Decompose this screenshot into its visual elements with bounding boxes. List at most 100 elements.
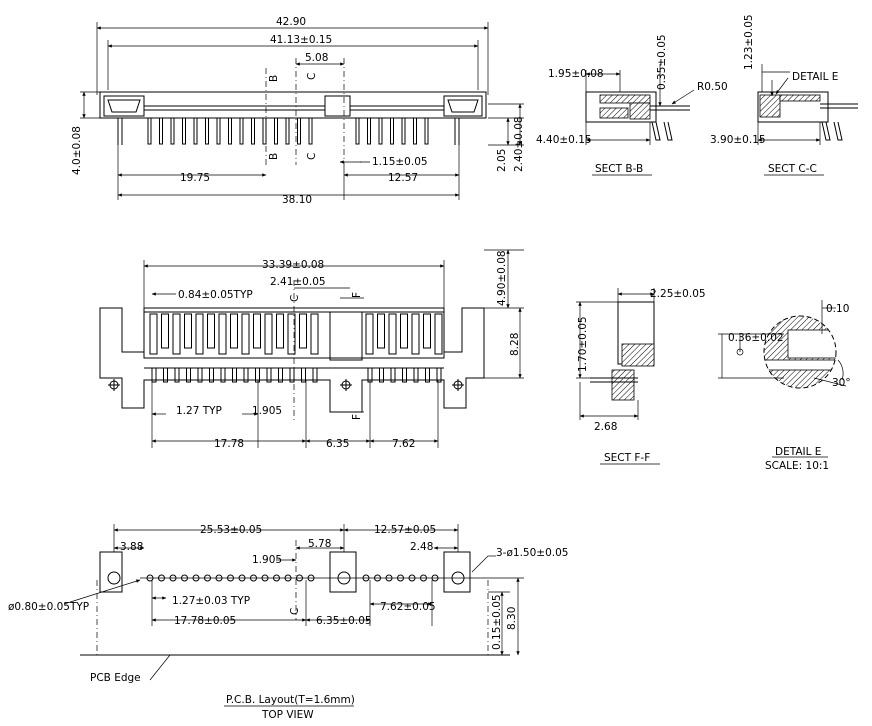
pcb-layout (63, 524, 524, 681)
contact-slot (400, 313, 408, 349)
label-sect-bb: SECT B-B (595, 163, 643, 175)
dim-sb-1-95: 1.95±0.08 (548, 68, 604, 80)
section-f-f (576, 288, 655, 420)
front-pin (312, 367, 318, 383)
dim-pcb-25-53: 25.53±0.05 (200, 524, 262, 536)
top-pin (262, 117, 267, 145)
detail-e (718, 300, 847, 389)
label-pcb-layout: P.C.B. Layout(T=1.6mm) (226, 694, 355, 706)
label-detail-e-scale: SCALE: 10:1 (765, 460, 829, 472)
dim-pcb-7-62: 7.62±0.05 (380, 601, 436, 613)
dim-pcb-8-30: 8.30 (506, 607, 518, 630)
top-pin (401, 117, 406, 145)
top-pin (216, 117, 221, 145)
top-pin (274, 117, 278, 145)
dim-sf-1-70: 1.70±0.05 (577, 316, 589, 372)
top-pin (251, 117, 255, 145)
label-top-view: TOP VIEW (261, 709, 314, 721)
dim-pcb-1-905: 1.905 (252, 554, 282, 566)
dim-front-33-39: 33.39±0.08 (262, 259, 324, 271)
label-sc-detail: DETAIL E (792, 71, 838, 83)
front-pin (220, 367, 226, 383)
top-pin (285, 117, 290, 145)
contact-slot (434, 313, 443, 355)
dim-19-75: 19.75 (180, 172, 210, 184)
contact-slot (264, 313, 273, 355)
dim-sc-1-23: 1.23±0.05 (743, 14, 755, 70)
front-pins (151, 367, 442, 383)
dim-front-1-27: 1.27 TYP (176, 405, 222, 417)
front-pin (255, 367, 260, 383)
contact-slot (299, 313, 307, 349)
front-pin (266, 367, 272, 383)
dim-pcb-0-15: 0.15±0.05 (491, 594, 503, 650)
front-view (99, 249, 524, 448)
contact-slot (310, 313, 319, 355)
section-mark-b-top: B (268, 75, 280, 82)
front-pin (197, 367, 203, 383)
contact-slot (230, 313, 238, 349)
dim-sf-2-68: 2.68 (594, 421, 617, 433)
dim-pcb-17-78: 17.78±0.05 (174, 615, 236, 627)
section-mark-c-bottom: C (306, 153, 318, 160)
top-pin (424, 117, 429, 145)
dim-2-05: 2.05 (496, 149, 508, 172)
label-sect-cc: SECT C-C (768, 163, 817, 175)
dim-top-inner: 41.13±0.15 (270, 34, 332, 46)
section-c-c (757, 64, 858, 145)
front-pin (163, 367, 168, 383)
dim-de-30: 30° (832, 377, 851, 389)
front-pin (301, 367, 306, 383)
dim-front-0-84: 0.84±0.05TYP (178, 289, 253, 301)
top-pin (413, 117, 417, 145)
dim-pcb-pin: ø0.80±0.05TYP (8, 601, 89, 613)
contact-slot (195, 313, 204, 355)
top-pin (297, 117, 301, 145)
dim-12-57: 12.57 (388, 172, 418, 184)
dim-pcb-3-88: 3.88 (120, 541, 143, 553)
dim-de-0-10: 0.10 (826, 303, 849, 315)
top-pin (390, 117, 394, 145)
dim-pcb-6-35: 6.35±0.05 (316, 615, 372, 627)
front-pin (151, 367, 157, 383)
front-pin (209, 367, 214, 383)
dim-pcb-5-78: 5.78 (308, 538, 331, 550)
contact-slot (411, 313, 420, 355)
dim-pcb-2-48: 2.48 (410, 541, 433, 553)
dim-2-40: 2.40±0.08 (513, 116, 525, 172)
top-pin (308, 117, 313, 145)
contact-slot (287, 313, 296, 355)
dim-top-height: 4.0±0.08 (71, 126, 83, 175)
contact-slot (276, 313, 284, 349)
front-pin (413, 367, 419, 383)
dim-1-15: 1.15±0.05 (372, 156, 428, 168)
front-pin (243, 367, 249, 383)
front-pin (379, 367, 384, 383)
top-pin (159, 117, 163, 145)
label-detail-e-title: DETAIL E (775, 446, 821, 458)
section-mark-f-top: F (351, 292, 363, 298)
dim-front-6-35: 6.35 (326, 438, 349, 450)
dim-sb-4-40: 4.40±0.15 (536, 134, 592, 146)
contact-slot (388, 313, 397, 355)
front-pin (425, 367, 430, 383)
contact-slot (207, 313, 215, 349)
top-pin (228, 117, 232, 145)
top-pin (147, 117, 152, 145)
front-pin (436, 367, 442, 383)
dim-top-overall: 42.90 (276, 16, 306, 28)
contact-slot (161, 313, 169, 349)
dim-5-08: 5.08 (305, 52, 328, 64)
top-pin (355, 117, 360, 145)
contact-slot (172, 313, 181, 355)
front-pin (186, 367, 191, 383)
contact-slot (377, 313, 385, 349)
dim-front-7-62: 7.62 (392, 438, 415, 450)
dim-38-10: 38.10 (282, 194, 312, 206)
label-pcb-edge: PCB Edge (90, 672, 141, 684)
section-mark-c-top: C (306, 73, 318, 80)
top-pin (193, 117, 198, 145)
contact-slot (241, 313, 250, 355)
contact-slot (365, 313, 374, 355)
